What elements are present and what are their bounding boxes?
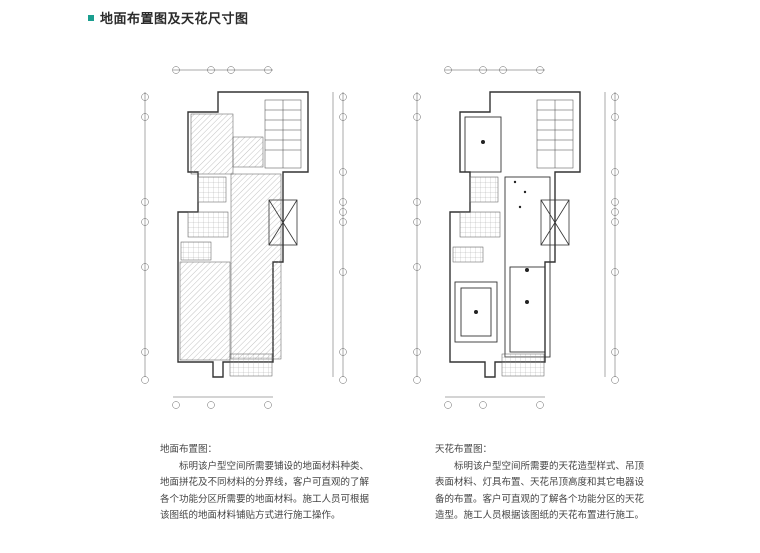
- floor-plan-description-body: 标明该户型空间所需要铺设的地面材料种类、地面拼花及不同材料的分界线，客户可直观的…: [160, 460, 370, 522]
- floor-plan-drawing: [133, 62, 373, 412]
- ceiling-plan-drawing-icon: [413, 66, 619, 409]
- page-title: 地面布置图及天花尺寸图: [100, 12, 249, 27]
- ceiling-plan-drawing: [405, 62, 645, 412]
- square-bullet-icon: [88, 14, 94, 21]
- ceiling-plan-description-title: 天花布置图：: [435, 444, 493, 455]
- ceiling-plan-description: 天花布置图： 标明该户型空间所需要的天花造型样式、吊顶表面材料、灯具布置、天花吊…: [435, 442, 645, 525]
- ceiling-plan-description-body: 标明该户型空间所需要的天花造型样式、吊顶表面材料、灯具布置、天花吊顶高度和其它电…: [435, 460, 645, 522]
- floor-plan-description: 地面布置图： 标明该户型空间所需要铺设的地面材料种类、地面拼花及不同材料的分界线…: [160, 442, 370, 525]
- floor-plan-drawing-icon: [141, 66, 347, 409]
- floor-plan-description-title: 地面布置图：: [160, 444, 218, 455]
- section-header: 地面布置图及天花尺寸图: [88, 8, 249, 27]
